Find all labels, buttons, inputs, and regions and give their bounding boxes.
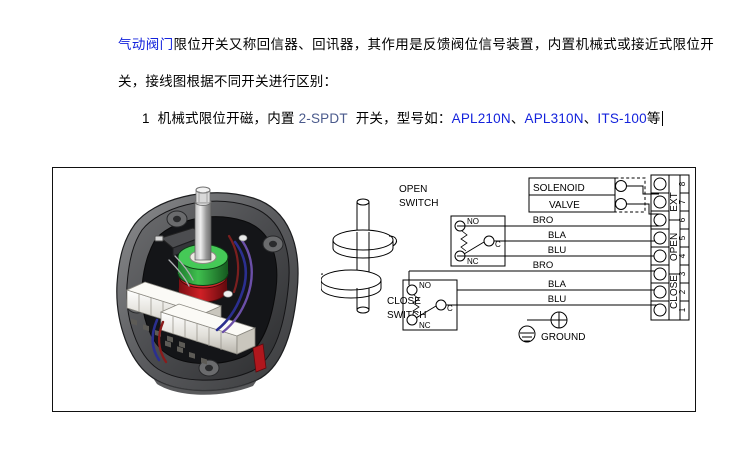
ground-symbol-group: GROUND: [518, 311, 585, 343]
paragraph-item-1: 1 机械式限位开磁，内置 2-SPDT 开关，型号如：APL210N、APL31…: [22, 100, 728, 137]
terminal-number-3: 3: [678, 271, 687, 276]
wiring-schematic: OPEN SWITCH CLOSE SWITCH NO NC C: [321, 170, 693, 410]
close-switch-label-line2: SWITCH: [387, 310, 426, 321]
keyword-link-pneumatic-valve[interactable]: 气动阀门: [118, 37, 174, 52]
terminal-number-7: 7: [678, 199, 687, 204]
terminal-number-1: 1: [678, 307, 687, 312]
solenoid-valve-box: SOLENOID VALVE: [528, 177, 659, 215]
item-text-part-2: 开关，型号如：: [355, 111, 452, 126]
close-switch-label-line1: CLOSE: [387, 296, 421, 307]
limit-switch-box-photo: [57, 172, 337, 406]
model-link-apl310n[interactable]: APL310N: [524, 111, 584, 126]
terminal-number-4: 4: [678, 253, 687, 258]
terminal-group-ext: EXT: [669, 192, 680, 211]
close-switch-contact-box: NO NC C: [402, 279, 458, 331]
cam-stack: [177, 244, 229, 303]
model-separator-2: 、: [583, 111, 598, 126]
paragraph-intro: 气动阀门限位开关又称回信器、回讯器，其作用是反馈阀位信号装置，内置机械式或接近式…: [22, 26, 728, 100]
wire-label-2: BLU: [548, 245, 567, 256]
solenoid-label-line1: SOLENOID: [533, 183, 585, 194]
wire-label-3: BRO: [533, 260, 554, 271]
terminal-block: EXT OPEN CLOSE 8 7 6 5 4 3 2: [650, 174, 690, 321]
ground-label: GROUND: [541, 332, 585, 343]
model-separator-1: 、: [510, 111, 525, 126]
model-link-its-100[interactable]: ITS-100: [597, 111, 647, 126]
model-link-apl210n[interactable]: APL210N: [451, 111, 511, 126]
terminal-group-open: OPEN: [669, 233, 680, 261]
terminal-number-2: 2: [678, 289, 687, 294]
terminal-group-close: CLOSE: [669, 275, 680, 309]
close-switch-c-label: C: [447, 304, 453, 313]
terminal-strip: [125, 281, 257, 365]
wire-label-0: BRO: [533, 215, 554, 226]
paragraph-intro-line2: 式限位开关，接线图根据不同开关进行区别：: [118, 37, 714, 89]
terminal-number-5: 5: [678, 235, 687, 240]
open-switch-c-label: C: [495, 240, 501, 249]
wire-label-1: BLA: [548, 230, 567, 241]
wire-label-4: BLA: [548, 279, 567, 290]
figure-frame: OPEN SWITCH CLOSE SWITCH NO NC C: [52, 167, 696, 412]
text-cursor-caret: [661, 111, 663, 126]
open-switch-no-label: NO: [467, 217, 479, 226]
wire-label-rows: BRO BLA BLU BRO BLA: [408, 215, 659, 306]
item-text-part-1: 机械式限位开磁，内置: [157, 111, 295, 126]
drive-shaft: [194, 186, 212, 261]
terminal-number-6: 6: [678, 217, 687, 222]
paragraph-intro-rest: 限位开关又称回信器、回讯器，其作用是反馈阀位信号装置，内置机械式或接近: [173, 37, 659, 52]
open-switch-nc-label: NC: [467, 257, 479, 266]
wire-label-5: BLU: [548, 294, 567, 305]
internal-wiring: [151, 234, 253, 364]
close-switch-no-label: NO: [419, 281, 431, 290]
item-text-suffix: 等: [646, 111, 661, 126]
item-number: 1: [142, 111, 150, 126]
spec-2-spdt: 2-SPDT: [298, 111, 348, 126]
solenoid-label-line2: VALVE: [549, 200, 580, 211]
open-switch-label-line1: OPEN: [399, 184, 427, 195]
cam-shaft-symbol: [321, 198, 397, 314]
terminal-number-8: 8: [678, 181, 687, 186]
article-text-block: 气动阀门限位开关又称回信器、回讯器，其作用是反馈阀位信号装置，内置机械式或接近式…: [0, 26, 750, 137]
open-switch-label-line2: SWITCH: [399, 198, 438, 209]
close-switch-nc-label: NC: [419, 321, 431, 330]
